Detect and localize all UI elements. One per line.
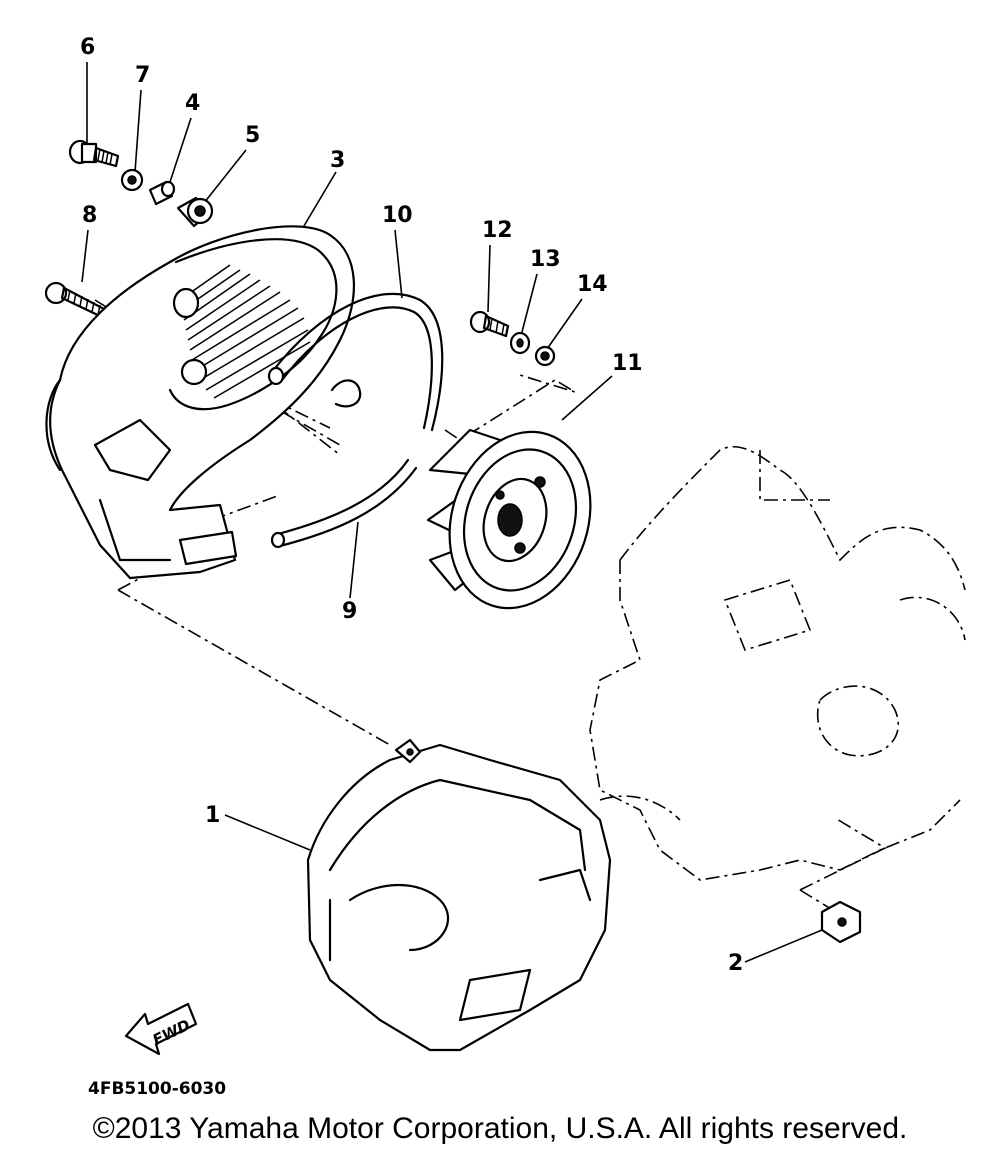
bolt-part-6 [68,139,120,168]
callout-8: 8 [82,203,97,228]
callout-6: 6 [80,35,95,60]
callout-10: 10 [382,203,413,228]
diagram-part-code: 4FB5100-6030 [88,1079,226,1099]
callout-3: 3 [330,148,345,173]
callout-13: 13 [530,247,561,272]
fan-part-11 [426,428,592,610]
clip-part-2 [820,900,862,944]
callout-9: 9 [342,599,357,624]
callout-7: 7 [135,63,150,88]
callout-5: 5 [245,123,260,148]
bolt-part-12 [469,310,510,338]
leader-lines [81,62,823,963]
callout-1: 1 [205,803,220,828]
hose-part-10 [267,292,444,432]
callout-11: 11 [612,351,643,376]
grommet-part-5 [176,196,214,228]
callout-2: 2 [728,951,743,976]
fwd-arrow-icon: FWD [124,1002,198,1056]
washer-part-13 [509,331,531,355]
hose-part-9 [270,458,418,549]
callout-14: 14 [577,272,608,297]
fan-shroud-part-3 [45,225,362,580]
exploded-parts-diagram: 6 7 4 5 3 8 10 12 13 14 11 9 1 2 [44,35,966,1099]
washer-part-7 [120,168,144,192]
engine-outline [589,445,966,881]
collar-part-4 [148,180,176,206]
lower-shroud-part-1 [306,738,612,1052]
copyright-notice: ©2013 Yamaha Motor Corporation, U.S.A. A… [92,1112,908,1145]
nut-part-14 [534,345,556,367]
callout-12: 12 [482,218,513,243]
callout-4: 4 [185,91,200,116]
